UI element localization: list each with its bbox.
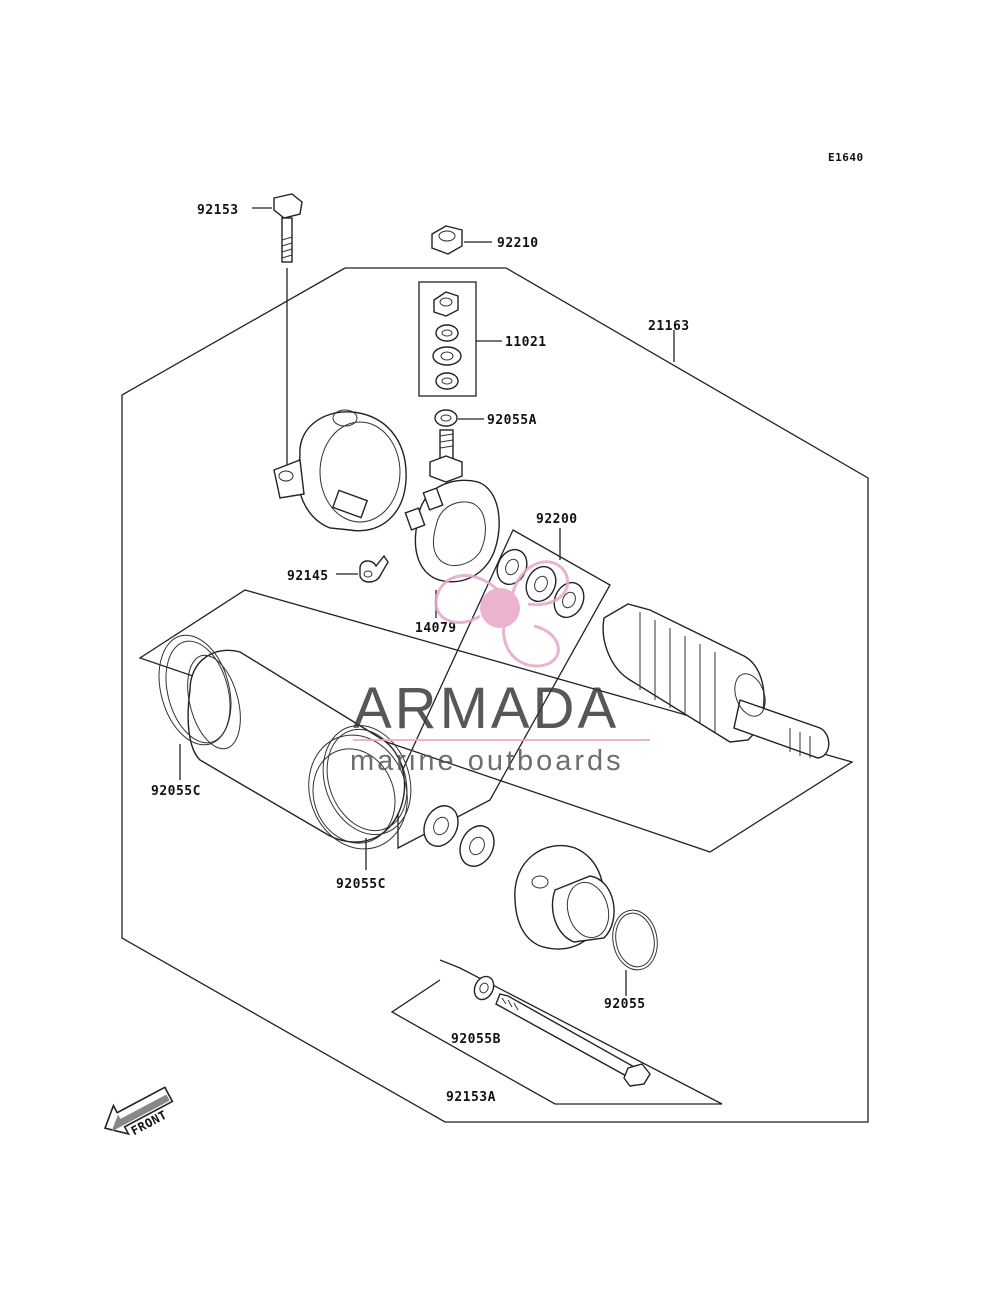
label-92055B: 92055B: [451, 1032, 501, 1047]
label-21163: 21163: [648, 319, 690, 334]
propeller-icon: [434, 560, 570, 668]
oring-92055: [612, 909, 658, 971]
label-92055: 92055: [604, 997, 646, 1012]
bolt-92153A: [495, 993, 651, 1087]
label-92200: 92200: [536, 512, 578, 527]
washer-92055B: [473, 975, 495, 1001]
label-92055C-right: 92055C: [336, 877, 386, 892]
oring-92055C-right: [322, 724, 412, 836]
oring-92055C-left: [158, 634, 232, 746]
bolts-outline: [390, 959, 723, 1105]
diagram-code: E1640: [828, 151, 864, 164]
kit-box-11021: [418, 281, 477, 397]
kit-11021-parts: [432, 291, 462, 390]
terminal-bolt: [429, 429, 463, 483]
rear-end-cap: [273, 409, 407, 532]
front-end-cap: [514, 844, 615, 950]
label-92145: 92145: [287, 569, 329, 584]
label-11021: 11021: [505, 335, 547, 350]
label-92153: 92153: [197, 203, 239, 218]
nut-92210: [431, 225, 463, 255]
label-14079: 14079: [415, 621, 457, 636]
motor-yoke: [187, 649, 408, 850]
washer-92055A: [434, 409, 458, 427]
label-92055C-left: 92055C: [151, 784, 201, 799]
bolt-92153: [273, 193, 303, 263]
label-92210: 92210: [497, 236, 539, 251]
watermark-brand: ARMADA: [353, 676, 619, 741]
armada-watermark: ARMADA marine outboards: [350, 560, 650, 777]
watermark-tagline: marine outboards: [350, 745, 624, 777]
brush-plate-14079: [404, 479, 500, 583]
label-92153A: 92153A: [446, 1090, 496, 1105]
armature: [602, 603, 830, 759]
front-arrow-icon: [103, 1086, 174, 1136]
assembly-outline: [121, 267, 869, 1123]
clip-92145: [359, 554, 389, 583]
label-92055A: 92055A: [487, 413, 537, 428]
